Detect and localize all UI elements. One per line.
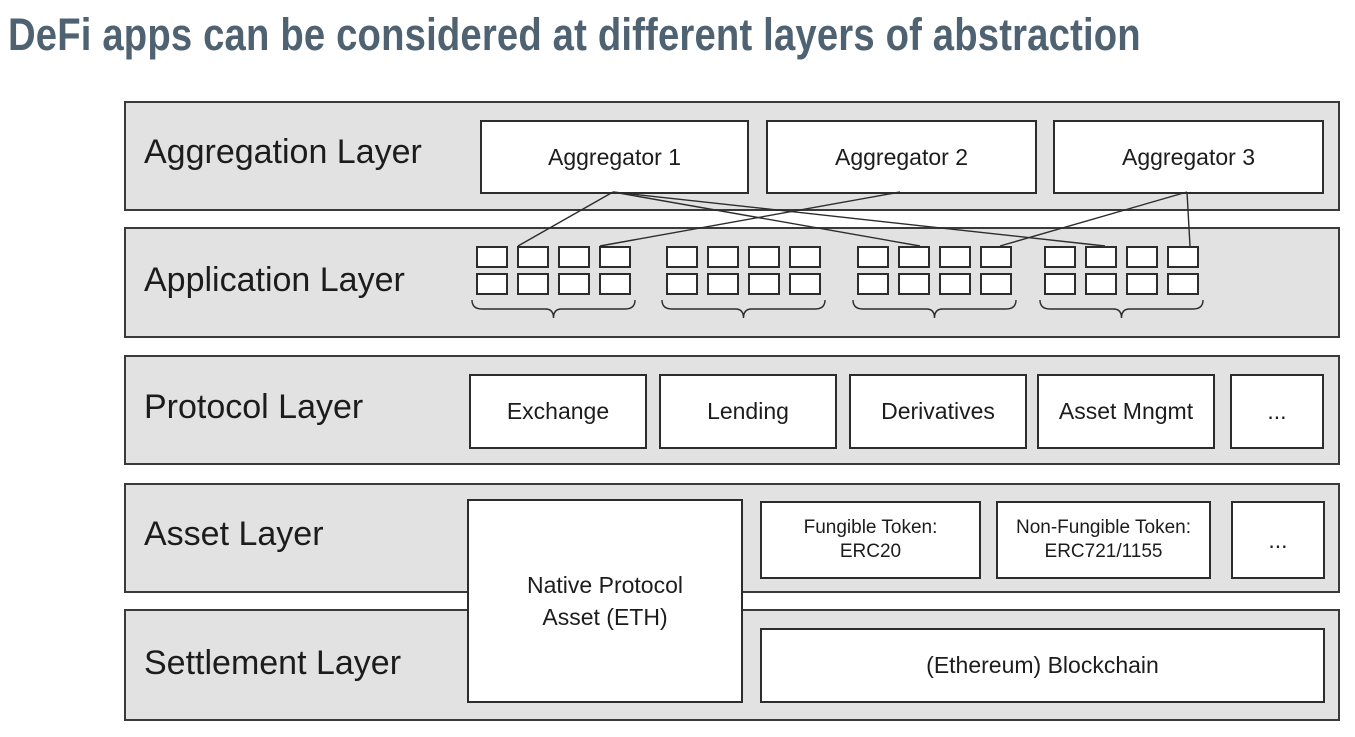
application-cell [939,273,971,295]
application-cell [1044,273,1076,295]
aggregation-layer-label: Aggregation Layer [144,133,422,171]
application-cell [558,273,590,295]
blockchain-box: (Ethereum) Blockchain [760,628,1325,703]
application-cell [1167,273,1199,295]
protocol-lending-label: Lending [707,398,789,424]
application-cell [707,246,739,268]
application-cell [666,246,698,268]
native-asset-line2: Asset (ETH) [542,604,668,630]
page-title: DeFi apps can be considered at different… [8,9,1141,60]
aggregator-2-box: Aggregator 2 [766,120,1037,194]
native-protocol-asset-box: Native Protocol Asset (ETH) [467,499,743,703]
protocol-exchange-box: Exchange [469,374,647,449]
aggregator-3-box: Aggregator 3 [1053,120,1324,194]
application-cell [599,273,631,295]
fungible-token-line2: ERC20 [839,541,902,562]
application-cell [1126,273,1158,295]
non-fungible-token-box: Non-Fungible Token: ERC721/1155 [996,501,1211,579]
application-cell [476,273,508,295]
aggregator-2-label: Aggregator 2 [835,143,968,170]
application-cell [980,246,1012,268]
fungible-token-box: Fungible Token: ERC20 [760,501,981,579]
aggregation-layer: Aggregation Layer Aggregator 1 Aggregato… [124,101,1340,211]
application-cell [980,273,1012,295]
protocol-more-box: ... [1230,374,1324,449]
application-cell [789,273,821,295]
application-cell [1167,246,1199,268]
application-cell [748,273,780,295]
application-cell [517,246,549,268]
application-cell [898,246,930,268]
application-cell [666,273,698,295]
aggregator-1-box: Aggregator 1 [480,120,749,194]
aggregator-1-label: Aggregator 1 [548,143,681,170]
application-layer-label: Application Layer [144,261,405,299]
protocol-derivatives-box: Derivatives [849,374,1027,449]
application-cell [748,246,780,268]
protocol-derivatives-label: Derivatives [881,398,995,424]
application-cell [599,246,631,268]
native-asset-line1: Native Protocol [527,572,683,598]
application-cell [1085,246,1117,268]
protocol-layer-label: Protocol Layer [144,388,364,426]
protocol-lending-box: Lending [659,374,837,449]
asset-more-label: ... [1268,526,1288,553]
application-cell [707,273,739,295]
protocol-asset-mngmt-box: Asset Mngmt [1037,374,1215,449]
blockchain-label: (Ethereum) Blockchain [926,652,1159,678]
fungible-token-line1: Fungible Token: [803,517,938,538]
application-cell [1044,246,1076,268]
protocol-exchange-label: Exchange [506,398,610,424]
application-cell [939,246,971,268]
application-cell [857,246,889,268]
protocol-more-label: ... [1267,398,1287,424]
application-cell [1126,246,1158,268]
application-cell [517,273,549,295]
non-fungible-token-line2: ERC721/1155 [1044,541,1163,562]
application-cell [857,273,889,295]
asset-more-box: ... [1231,501,1325,579]
application-cell [558,246,590,268]
application-cell [789,246,821,268]
non-fungible-token-line1: Non-Fungible Token: [1016,517,1191,538]
asset-layer-label: Asset Layer [144,515,324,553]
protocol-layer: Protocol Layer Exchange Lending Derivati… [124,355,1340,465]
aggregator-3-label: Aggregator 3 [1122,143,1255,170]
application-cell [898,273,930,295]
settlement-layer-label: Settlement Layer [144,644,402,682]
application-cell [476,246,508,268]
protocol-asset-mngmt-label: Asset Mngmt [1058,398,1194,424]
application-cell [1085,273,1117,295]
